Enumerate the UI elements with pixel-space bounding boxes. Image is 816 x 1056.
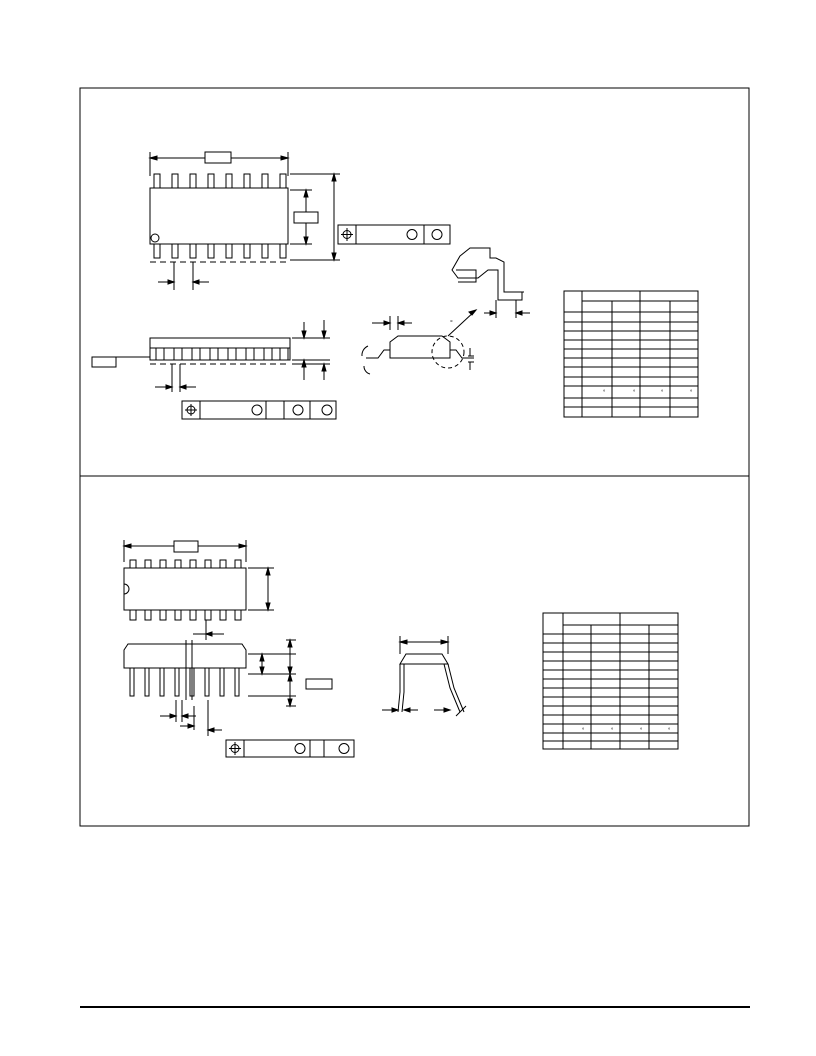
table-degree-mark: ° (668, 728, 671, 734)
soic-side-view (91, 320, 330, 392)
table-degree-mark: ° (690, 390, 693, 396)
soic-top-view (148, 151, 340, 290)
table-degree-mark: ° (640, 728, 643, 734)
table-degree-mark: ° (633, 390, 636, 396)
soic-dimension-table: ° ° ° ° (563, 290, 699, 418)
table-degree-mark: ° (611, 728, 614, 734)
table-degree-mark: ° (603, 390, 606, 396)
outline-frame (79, 87, 750, 827)
feature-control-frame-bottom (181, 400, 337, 420)
dip-top-view (122, 540, 274, 640)
dip-end-view (382, 636, 467, 717)
table-degree-mark: ° (661, 390, 664, 396)
footer-rule (80, 1006, 750, 1008)
end-view-degree-mark: ° (450, 319, 453, 327)
soic-lead-detail (451, 247, 530, 318)
feature-control-frame-top (337, 224, 451, 245)
feature-control-frame-dip (225, 739, 355, 758)
soic-end-view: ° (361, 309, 478, 375)
table-degree-mark: ° (582, 728, 585, 734)
dip-dimension-table: ° ° ° ° (542, 612, 679, 750)
dip-side-view (123, 638, 333, 736)
